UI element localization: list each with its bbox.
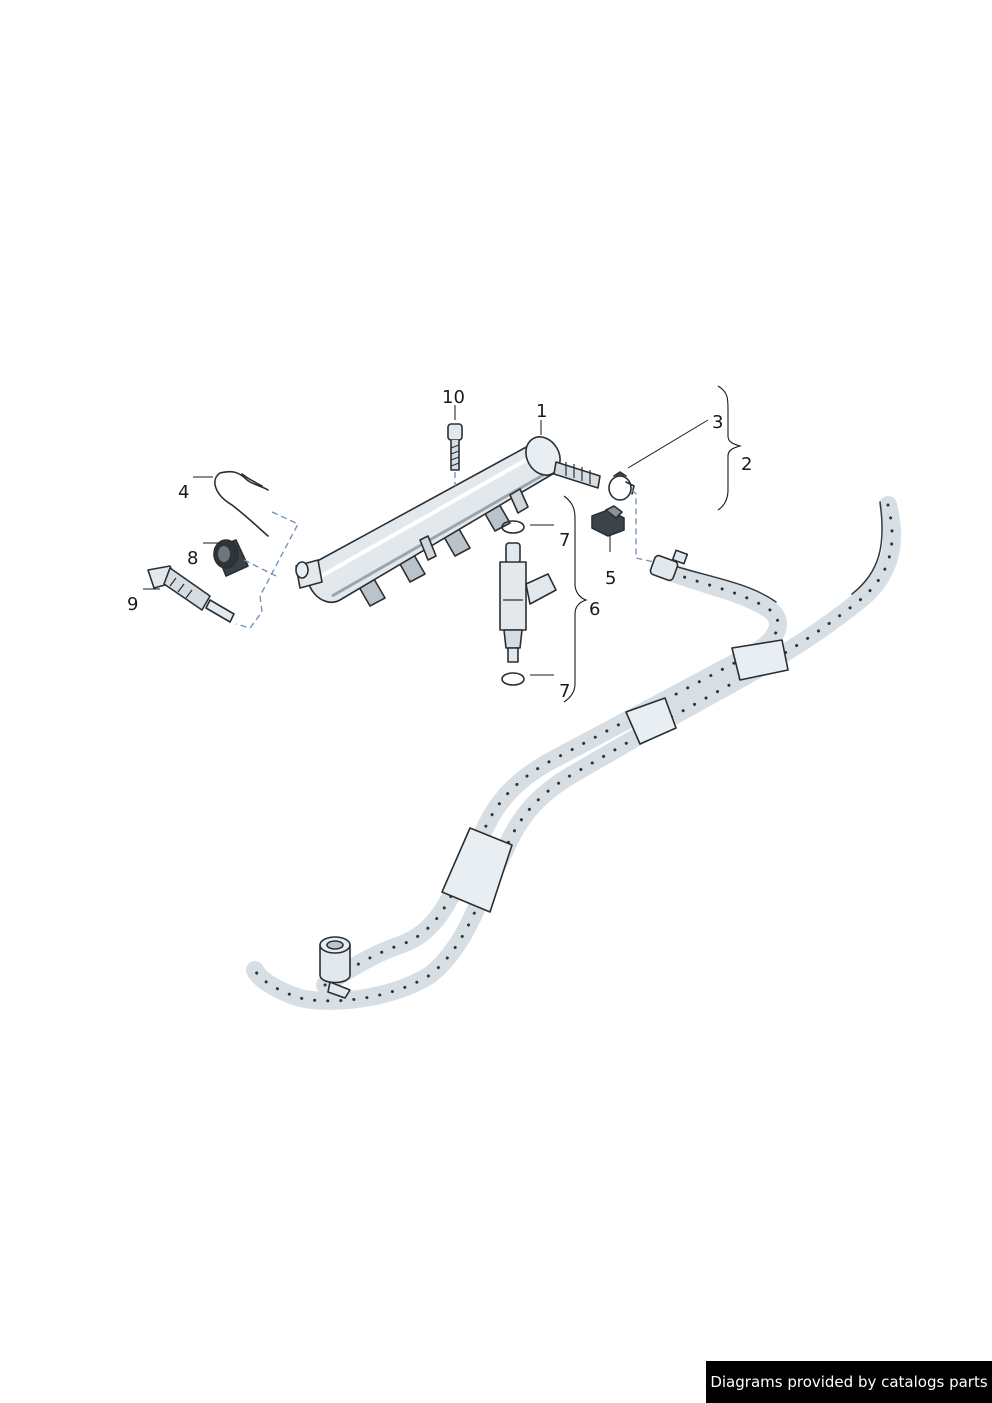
pressure-sensor [147, 565, 235, 623]
callout-9: 9 [127, 594, 138, 615]
callout-1: 1 [536, 401, 547, 422]
o-ring-upper [501, 520, 525, 534]
callout-3: 3 [712, 412, 723, 433]
callout-4: 4 [178, 482, 189, 503]
callout-10: 10 [442, 387, 465, 408]
leader-3 [627, 419, 709, 469]
o-ring-lower [501, 672, 525, 686]
bolt [447, 423, 463, 471]
injector [499, 542, 557, 663]
callout-6: 6 [589, 599, 600, 620]
callout-8: 8 [187, 548, 198, 569]
assembly-line-4-8-9 [235, 511, 299, 629]
brace-6 [563, 495, 588, 703]
fuel-rail [295, 436, 601, 607]
callout-2: 2 [741, 454, 752, 475]
callout-5: 5 [605, 568, 616, 589]
retaining-clip [214, 470, 269, 537]
brace-2 [717, 385, 743, 511]
cap [213, 539, 249, 577]
credit-banner: Diagrams provided by catalogs parts [706, 1361, 992, 1403]
holder [591, 505, 625, 537]
assembly-line-3 [631, 489, 655, 563]
assembly-line-8 [243, 559, 277, 577]
fuel-line [246, 496, 902, 1010]
callout-7-upper: 7 [559, 530, 570, 551]
callout-7-lower: 7 [559, 681, 570, 702]
hose-clip [608, 471, 635, 501]
